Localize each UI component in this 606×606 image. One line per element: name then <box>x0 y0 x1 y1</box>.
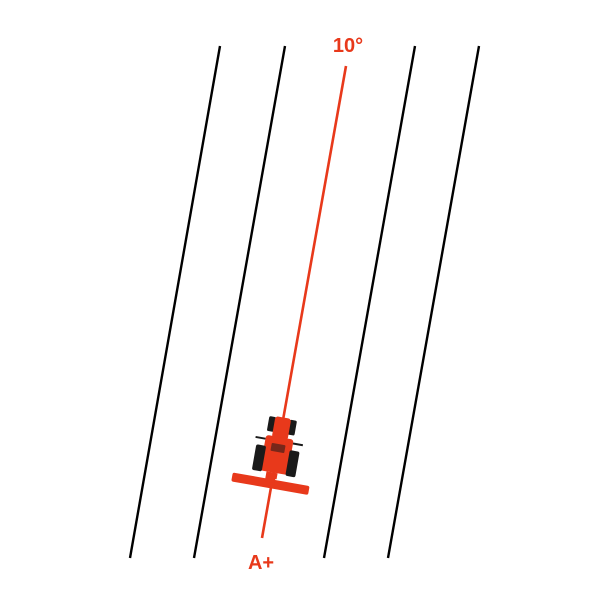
guide-line-2 <box>192 45 287 559</box>
tractor-icon <box>252 416 304 480</box>
point-a-label: A+ <box>248 552 274 574</box>
guide-line-4 <box>386 45 481 559</box>
guide-line-1 <box>128 45 222 559</box>
heading-label: 10° <box>333 35 363 57</box>
guide-line-3 <box>322 45 417 559</box>
